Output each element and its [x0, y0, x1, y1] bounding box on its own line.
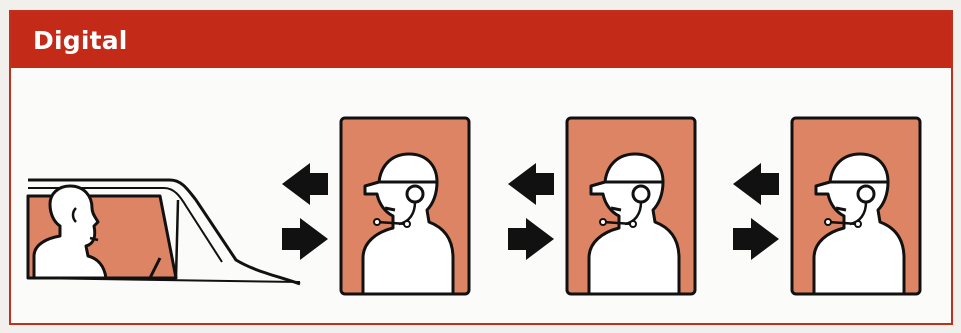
- operator-headset-icon: [341, 118, 469, 294]
- arrow-pair-1: [282, 163, 328, 260]
- operator-headset-icon: [567, 118, 695, 294]
- arrow-pair-2: [508, 163, 554, 260]
- arrow-pair-3: [733, 163, 779, 260]
- operator-headset-icon: [792, 118, 920, 294]
- car-driver-icon: [28, 180, 300, 284]
